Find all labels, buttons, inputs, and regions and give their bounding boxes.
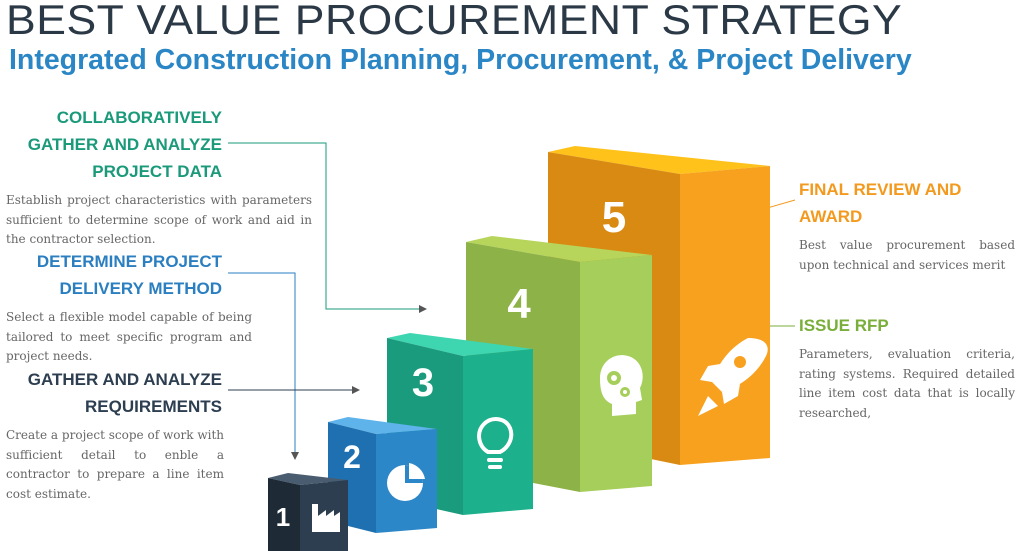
left-item-3-heading-line: REQUIREMENTS [85,397,222,416]
step-4-number: 4 [507,280,531,327]
factory-icon [312,504,340,532]
lightbulb-icon [477,417,514,469]
right-item-2-description: Parameters, evaluation criteria, rating … [799,347,1015,420]
left-item-1-heading-line: GATHER AND ANALYZE [27,135,222,154]
right-item-1-heading-line: AWARD [799,207,863,226]
step-1-number: 1 [276,502,290,532]
left-item-requirements: GATHER AND ANALYZE REQUIREMENTS Create a… [6,366,224,504]
step-2-block: 2 [328,417,437,533]
rocket-icon [698,338,768,416]
page-title: BEST VALUE PROCUREMENT STRATEGY [6,0,903,43]
right-item-2-heading-line: ISSUE RFP [799,316,889,335]
left-item-3-heading: GATHER AND ANALYZE REQUIREMENTS [6,366,222,420]
left-item-3-description: Create a project scope of work with suff… [6,428,224,501]
right-item-1-heading-line: FINAL REVIEW AND [799,180,962,199]
left-item-1-heading-line: COLLABORATIVELY [56,108,222,127]
left-item-2-heading: DETERMINE PROJECT DELIVERY METHOD [6,248,222,302]
page-subtitle: Integrated Construction Planning, Procur… [9,44,912,76]
right-item-1-description: Best value procurement based upon techni… [799,238,1015,272]
right-item-2-heading: ISSUE RFP [799,312,1015,339]
left-item-2-description: Select a flexible model capable of being… [6,310,252,363]
left-item-1-heading-line: PROJECT DATA [92,162,222,181]
head-gears-icon [600,355,643,416]
left-item-delivery: DETERMINE PROJECT DELIVERY METHOD Select… [6,248,252,367]
right-item-award: FINAL REVIEW AND AWARD Best value procur… [799,176,1015,275]
left-item-2-heading-line: DELIVERY METHOD [59,279,222,298]
step-2-number: 2 [343,439,361,475]
left-item-1-description: Establish project characteristics with p… [6,193,312,246]
connector-arrow-blue [228,272,299,460]
pie-chart-icon [387,463,425,501]
left-item-collaborate: COLLABORATIVELY GATHER AND ANALYZE PROJE… [6,104,312,250]
step-1-block: 1 [268,473,348,551]
connector-arrow-teal [228,142,427,313]
left-item-1-heading: COLLABORATIVELY GATHER AND ANALYZE PROJE… [6,104,222,185]
right-item-rfp: ISSUE RFP Parameters, evaluation criteri… [799,312,1015,423]
step-5-number: 5 [602,193,626,242]
left-item-3-heading-line: GATHER AND ANALYZE [27,370,222,389]
left-item-2-heading-line: DETERMINE PROJECT [36,252,222,271]
right-item-1-heading: FINAL REVIEW AND AWARD [799,176,1015,230]
step-3-number: 3 [412,361,434,405]
